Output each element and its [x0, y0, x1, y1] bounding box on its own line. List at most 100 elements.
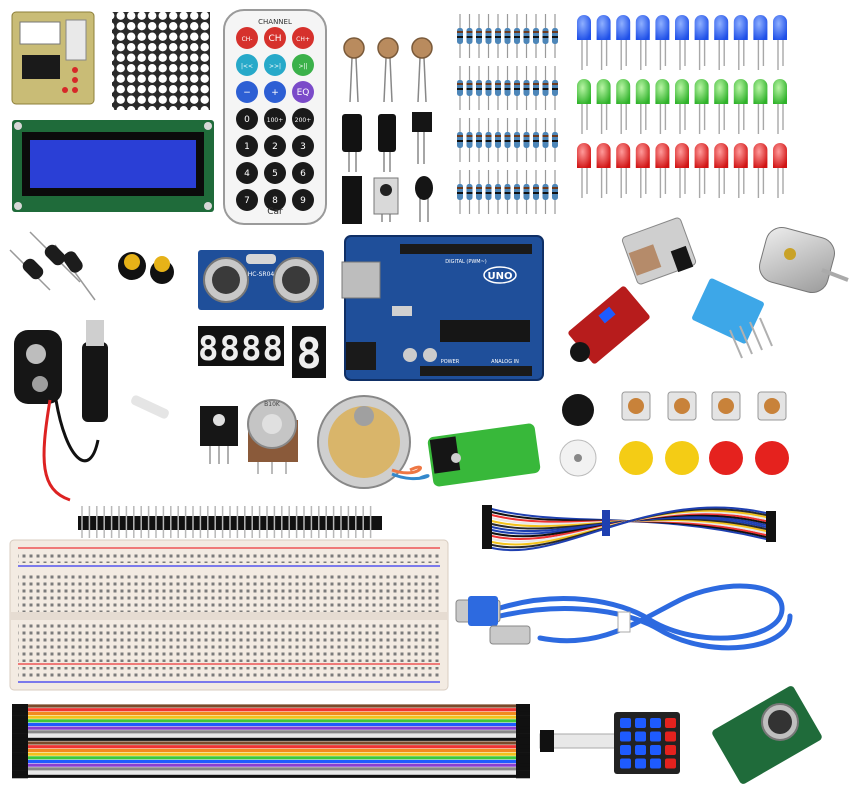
remote-key [292, 108, 314, 130]
remote-key [264, 81, 286, 103]
keypad-key [665, 718, 676, 728]
keypad-key [665, 758, 676, 769]
remote-key-label: 9 [300, 196, 306, 206]
led [694, 143, 709, 168]
arduino-power-label: POWER [441, 359, 460, 365]
remote-key-label: EQ [297, 88, 310, 98]
ultrasonic-sensor: HC-SR04 [198, 250, 324, 310]
led [733, 15, 748, 41]
membrane-keypad [539, 712, 680, 774]
keypad-key [650, 731, 661, 742]
remote-key [264, 108, 286, 130]
remote-key-label: 100+ [267, 117, 283, 124]
remote-key [264, 135, 286, 157]
led-dot-matrix [112, 12, 210, 110]
button-cap [709, 441, 743, 475]
led-array [577, 15, 787, 198]
photoresistors [343, 37, 433, 103]
rotary-potentiometer: B10K [247, 399, 298, 474]
remote-key-label: CH- [242, 36, 253, 43]
remote-header-text: CHANNEL [258, 18, 292, 26]
led [773, 79, 787, 104]
led [596, 15, 611, 41]
remote-key-label: − [243, 88, 251, 98]
remote-key [264, 189, 286, 211]
led [714, 15, 729, 41]
dupont-ribbon-cable [12, 704, 530, 779]
remote-key-label: |<< [241, 63, 253, 70]
led [773, 15, 787, 40]
battery-connector-cable [14, 320, 108, 502]
keypad-key [620, 731, 631, 742]
led [577, 15, 591, 40]
remote-key-label: 3 [300, 142, 306, 152]
arduino-digital-label: DIGITAL (PWM~) [445, 259, 487, 265]
pin-header-strip [78, 506, 382, 538]
remote-key-label: CH+ [296, 36, 310, 43]
remote-key [236, 189, 258, 211]
keypad-key [635, 758, 646, 769]
remote-key-label: 200+ [295, 117, 311, 124]
led [694, 79, 709, 104]
nine-volt-battery [427, 423, 541, 487]
remote-key [292, 81, 314, 103]
keypad-key [650, 758, 661, 769]
remote-key [236, 27, 258, 49]
jumper-wires-male [482, 505, 776, 552]
lcd-display-module [12, 120, 214, 212]
arduino-analog-label: ANALOG IN [491, 359, 519, 365]
seven-segment-displays: 8888 8 [198, 326, 326, 378]
led [635, 15, 650, 41]
button-cap [665, 441, 699, 475]
remote-key-label: 0 [244, 115, 250, 125]
led [733, 143, 748, 168]
remote-key [292, 27, 314, 49]
keypad-key [650, 745, 661, 755]
diodes-left [9, 231, 96, 301]
led [733, 79, 748, 104]
led [577, 79, 591, 104]
remote-key-label: >|| [298, 63, 307, 70]
remote-key [236, 108, 258, 130]
sound-sensor-module [568, 286, 650, 364]
keypad-key [635, 731, 646, 742]
clear-led [131, 395, 169, 419]
led [753, 15, 768, 41]
remote-key [236, 81, 258, 103]
led [675, 15, 689, 40]
remote-brand-logo: Car [267, 207, 283, 217]
potentiometer-knobs [118, 252, 174, 284]
capacitors-and-sensors [342, 112, 433, 224]
single-digit-display: 8 [296, 329, 321, 378]
button-cap [619, 441, 653, 475]
led [596, 79, 611, 104]
arduino-logo-text: UNO [488, 271, 513, 282]
remote-key-label: 6 [300, 169, 306, 179]
remote-key [236, 162, 258, 184]
arduino-uno-board: UNO DIGITAL (PWM~) POWER ANALOG IN [341, 235, 544, 381]
led [655, 79, 670, 104]
led [577, 143, 591, 168]
led [753, 79, 768, 104]
led [694, 15, 709, 41]
remote-key-label: 1 [244, 142, 250, 152]
led [616, 15, 631, 41]
led [675, 143, 689, 168]
led [635, 79, 650, 104]
led [596, 143, 611, 168]
remote-key [292, 162, 314, 184]
led [655, 143, 670, 168]
remote-key-label: 2 [272, 142, 278, 152]
remote-key-label: 5 [272, 169, 278, 179]
keypad-key [635, 745, 646, 755]
remote-key-label: 7 [244, 196, 250, 206]
led [675, 79, 689, 104]
keypad-key [650, 718, 661, 728]
rtc-clock-module [712, 686, 822, 784]
dc-motor [759, 226, 849, 294]
remote-key [264, 162, 286, 184]
slide-switch [621, 217, 697, 285]
